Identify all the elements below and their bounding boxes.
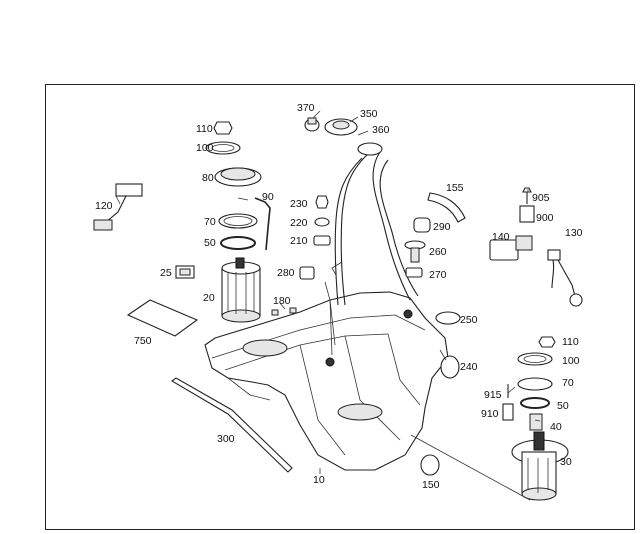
callout-110: 110 xyxy=(562,336,579,348)
callout-25: 25 xyxy=(160,267,172,279)
callout-30: 30 xyxy=(560,456,572,468)
callout-750: 750 xyxy=(134,335,152,347)
filler-cap-370 xyxy=(304,117,320,132)
callout-80: 80 xyxy=(202,172,214,184)
callout-240: 240 xyxy=(460,361,478,373)
callout-210: 210 xyxy=(290,235,308,247)
callout-350: 350 xyxy=(360,108,378,120)
callout-155: 155 xyxy=(446,182,464,194)
callout-280: 280 xyxy=(277,267,295,279)
callout-370: 370 xyxy=(297,102,315,114)
callout-900: 900 xyxy=(536,212,554,224)
clips-180 xyxy=(271,307,297,316)
strap-300 xyxy=(171,377,293,473)
callout-50: 50 xyxy=(204,237,216,249)
right-electrical xyxy=(489,187,583,307)
callout-70: 70 xyxy=(562,377,574,389)
callout-250: 250 xyxy=(460,314,478,326)
callout-150: 150 xyxy=(422,479,440,491)
callout-220: 220 xyxy=(290,217,308,229)
callout-140: 140 xyxy=(492,231,510,243)
callout-90: 90 xyxy=(262,191,274,203)
callout-180: 180 xyxy=(273,295,291,307)
callout-260: 260 xyxy=(429,246,447,258)
callout-100: 100 xyxy=(196,142,214,154)
filler-flange-350 xyxy=(324,118,358,136)
callout-100: 100 xyxy=(562,355,580,367)
leader-lines xyxy=(115,110,541,501)
insulation-pad-750 xyxy=(126,299,199,337)
callout-915: 915 xyxy=(484,389,502,401)
callout-230: 230 xyxy=(290,198,308,210)
callout-40: 40 xyxy=(550,421,562,433)
center-fittings xyxy=(299,195,461,476)
callout-130: 130 xyxy=(565,227,583,239)
callout-50: 50 xyxy=(557,400,569,412)
callout-10: 10 xyxy=(313,474,325,486)
hose-155 xyxy=(427,192,466,223)
callout-905: 905 xyxy=(532,192,550,204)
callout-70: 70 xyxy=(204,216,216,228)
fuel-tank-10 xyxy=(204,291,449,471)
pump-assembly-right xyxy=(502,336,569,501)
callout-300: 300 xyxy=(217,433,235,445)
callout-290: 290 xyxy=(433,221,451,233)
callout-910: 910 xyxy=(481,408,499,420)
pump-assembly-left xyxy=(93,121,271,323)
callout-20: 20 xyxy=(203,292,215,304)
callout-110: 110 xyxy=(196,123,213,135)
callout-labels: 370 350 360 110 100 80 90 155 905 900 12… xyxy=(95,102,583,491)
callout-360: 360 xyxy=(372,124,390,136)
callout-120: 120 xyxy=(95,200,113,212)
callout-270: 270 xyxy=(429,269,447,281)
filler-neck-pipe xyxy=(331,142,419,306)
